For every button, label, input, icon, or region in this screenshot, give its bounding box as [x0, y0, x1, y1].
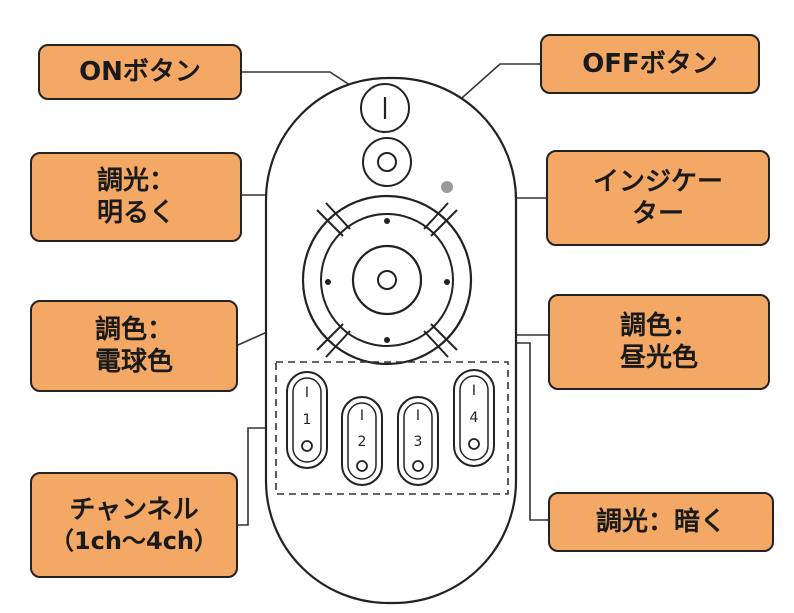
dpad-up-dot[interactable]	[384, 218, 390, 224]
label-channel-line1: チャンネル	[69, 495, 199, 525]
label-dim-brighter-line1: 調光：	[96, 166, 175, 196]
off-symbol-icon	[377, 152, 397, 172]
label-dim-darker-text: 調光：暗く	[595, 507, 726, 537]
label-dim-brighter: 調光： 明るく	[30, 152, 242, 242]
channel-1-off-icon	[301, 440, 313, 452]
label-dim-brighter-line2: 明るく	[96, 198, 175, 228]
label-color-daylight: 調色： 昼光色	[548, 294, 770, 390]
label-indicator-line2: ター	[631, 199, 684, 229]
label-off-button: OFFボタン	[540, 34, 760, 94]
dpad-inner-ring	[320, 213, 454, 347]
channel-button-2[interactable]: I 2	[341, 396, 383, 486]
channel-4-symbol: I	[472, 383, 476, 399]
label-color-warm: 調色： 電球色	[30, 300, 238, 392]
channel-3-number: 3	[414, 434, 423, 450]
label-dim-darker: 調光：暗く	[548, 492, 774, 552]
label-color-daylight-line1: 調色：	[619, 311, 698, 341]
leader-channel	[238, 427, 276, 526]
label-color-daylight-line2: 昼光色	[619, 343, 698, 373]
dpad-right-dot[interactable]	[444, 279, 450, 285]
direction-pad[interactable]	[301, 194, 473, 366]
off-button[interactable]	[362, 137, 412, 187]
channel-1-number: 1	[303, 412, 312, 428]
label-color-warm-line2: 電球色	[94, 347, 173, 377]
label-color-warm-line1: 調色：	[94, 315, 173, 345]
channel-2-symbol: I	[360, 408, 364, 424]
channel-button-3[interactable]: I 3	[397, 396, 439, 486]
channel-2-number: 2	[358, 434, 367, 450]
center-ring-icon	[377, 270, 397, 290]
channel-1-symbol: I	[305, 385, 309, 401]
label-indicator: インジケー ター	[546, 150, 770, 246]
channel-3-symbol: I	[416, 408, 420, 424]
channel-2-off-icon	[356, 460, 368, 472]
channel-button-1[interactable]: I 1	[286, 371, 328, 469]
indicator-led	[441, 181, 453, 193]
dpad-down-dot[interactable]	[384, 337, 390, 343]
label-channel-line2: （1ch～4ch）	[49, 527, 219, 555]
label-on-button: ONボタン	[38, 44, 242, 100]
channel-4-number: 4	[470, 410, 479, 426]
on-button[interactable]	[360, 83, 410, 133]
dpad-left-dot[interactable]	[325, 279, 331, 285]
dpad-center-button[interactable]	[351, 244, 423, 316]
label-off-button-text: OFFボタン	[582, 49, 718, 79]
label-indicator-line1: インジケー	[592, 167, 723, 197]
channel-3-off-icon	[412, 460, 424, 472]
channel-area-outline	[275, 361, 509, 495]
channel-button-4[interactable]: I 4	[453, 369, 495, 467]
label-on-button-text: ONボタン	[79, 57, 201, 87]
channel-4-off-icon	[468, 438, 480, 450]
label-channel: チャンネル （1ch～4ch）	[30, 472, 238, 578]
